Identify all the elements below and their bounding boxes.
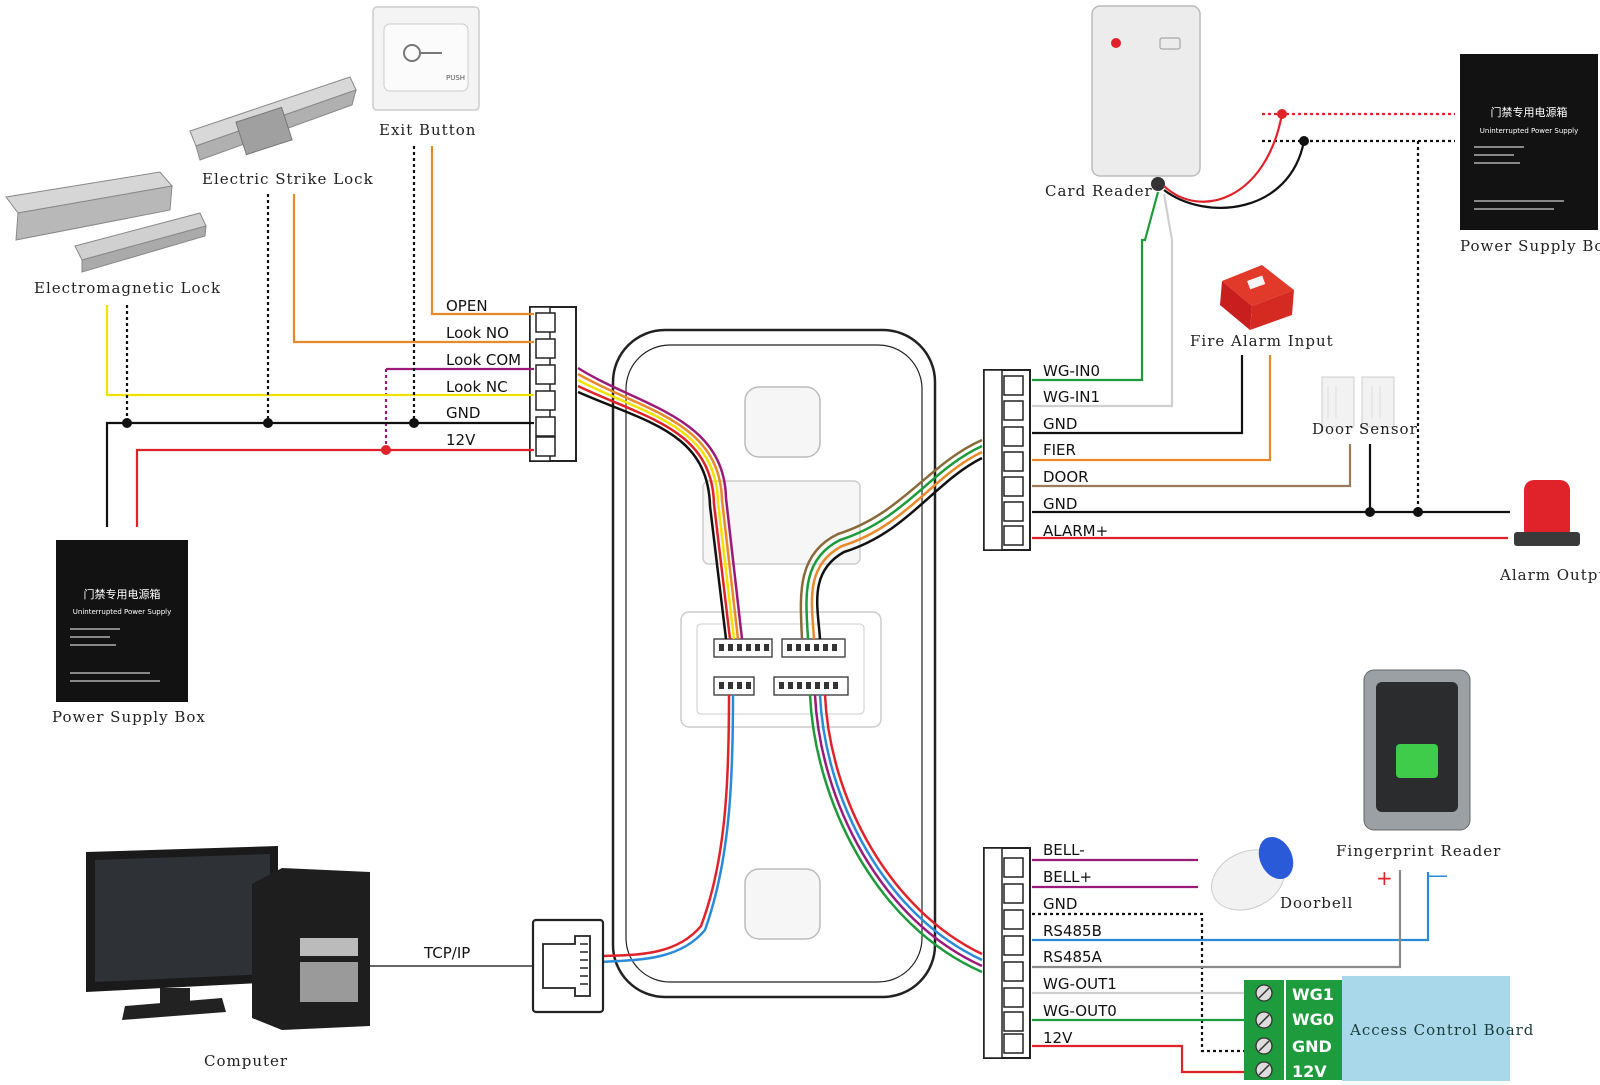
- right-top-terminal-block: WG-IN0 WG-IN1 GND FIER DOOR GND ALARM+: [983, 362, 1108, 551]
- rj45-port: [531, 918, 605, 1014]
- pin-bell-minus: BELL-: [1043, 841, 1085, 859]
- pin-alarm-plus: ALARM+: [1043, 522, 1108, 540]
- pin-open: OPEN: [446, 297, 488, 315]
- pin-rs485a: RS485A: [1043, 948, 1103, 966]
- label-tcpip: TCP/IP: [423, 944, 470, 962]
- pin-lock-no: Look NO: [446, 324, 509, 342]
- electromagnetic-lock: Electromagnetic Lock: [5, 171, 221, 297]
- pin-12v-bottom: 12V: [1043, 1029, 1073, 1047]
- pin-fier: FIER: [1043, 441, 1076, 459]
- psu-right-title: 门禁专用电源箱: [1491, 105, 1568, 119]
- alarm-output: Alarm Output: [1499, 480, 1600, 584]
- pin-gnd-3: GND: [1043, 895, 1077, 913]
- label-door-sensor: Door Sensor: [1312, 420, 1418, 438]
- fingerprint-sensor: [1396, 744, 1438, 778]
- electric-strike-lock: Electric Strike Lock: [189, 76, 374, 188]
- fire-alarm-input: Fire Alarm Input: [1190, 265, 1334, 350]
- access-control-board: WG1 WG0 GND 12V Access Control Board: [1244, 976, 1534, 1081]
- exit-button: PUSH Exit Button: [372, 6, 480, 139]
- pin-wg-out1: WG-OUT1: [1043, 975, 1117, 993]
- label-doorbell: Doorbell: [1280, 894, 1353, 912]
- label-access-control-board: Access Control Board: [1349, 1021, 1534, 1039]
- fp-minus-sign: —: [1428, 863, 1448, 887]
- label-computer: Computer: [204, 1052, 288, 1070]
- pin-wg-in1: WG-IN1: [1043, 388, 1100, 406]
- pin-bell-plus: BELL+: [1043, 868, 1092, 886]
- pcb-header-1: [713, 638, 773, 658]
- pin-gnd-2: GND: [1043, 495, 1077, 513]
- right-bottom-wires: [1032, 858, 1430, 1074]
- controller-unit: [611, 328, 937, 999]
- card-reader-led: [1111, 38, 1121, 48]
- label-electromagnetic-lock: Electromagnetic Lock: [34, 279, 221, 297]
- label-exit-button: Exit Button: [379, 121, 476, 139]
- card-reader-wires: [1032, 109, 1455, 512]
- pin-door: DOOR: [1043, 468, 1089, 486]
- pin-gnd-1: GND: [1043, 415, 1077, 433]
- label-power-supply-right: Power Supply Box: [1460, 237, 1600, 255]
- psu-left-subtitle: Uninterrupted Power Supply: [73, 608, 171, 616]
- fingerprint-reader: Fingerprint Reader + —: [1336, 669, 1501, 890]
- pin-wg-in0: WG-IN0: [1043, 362, 1100, 380]
- door-sensor: Door Sensor: [1312, 376, 1418, 438]
- board-pin-wg1: WG1: [1292, 985, 1334, 1004]
- doorbell: Doorbell: [1211, 836, 1353, 912]
- board-pin-12v: 12V: [1292, 1062, 1327, 1081]
- label-electric-strike-lock: Electric Strike Lock: [202, 170, 374, 188]
- computer: Computer: [86, 846, 370, 1070]
- board-pin-wg0: WG0: [1292, 1010, 1334, 1029]
- pin-wg-out0: WG-OUT0: [1043, 1002, 1117, 1020]
- board-pin-gnd: GND: [1292, 1037, 1332, 1056]
- right-top-wires: [1032, 355, 1510, 540]
- psu-right-subtitle: Uninterrupted Power Supply: [1480, 127, 1578, 135]
- harness-cables: [577, 366, 983, 974]
- controller-bottom-window: [744, 868, 821, 940]
- pin-lock-nc: Look NC: [446, 378, 508, 396]
- card-reader: Card Reader: [1045, 5, 1201, 200]
- left-wires: [105, 146, 534, 527]
- label-fingerprint-reader: Fingerprint Reader: [1336, 842, 1501, 860]
- label-fire-alarm-input: Fire Alarm Input: [1190, 332, 1334, 350]
- label-power-supply-left: Power Supply Box: [52, 708, 206, 726]
- psu-left-title: 门禁专用电源箱: [84, 587, 161, 601]
- pin-rs485b: RS485B: [1043, 922, 1102, 940]
- controller-top-window: [744, 386, 821, 458]
- right-bottom-terminal-block: BELL- BELL+ GND RS485B RS485A WG-OUT1 WG…: [983, 841, 1117, 1059]
- pin-12v-left: 12V: [446, 431, 476, 449]
- power-supply-left: 门禁专用电源箱 Uninterrupted Power Supply Power…: [52, 540, 206, 726]
- label-card-reader: Card Reader: [1045, 182, 1153, 200]
- power-supply-right: 门禁专用电源箱 Uninterrupted Power Supply Power…: [1460, 54, 1600, 255]
- label-alarm-output: Alarm Output: [1499, 566, 1600, 584]
- controller-mid-window: [702, 480, 861, 565]
- exit-button-push-text: PUSH: [446, 74, 465, 82]
- left-terminal-block: OPEN Look NO Look COM Look NC GND 12V: [446, 297, 577, 462]
- pin-lock-com: Look COM: [446, 351, 521, 369]
- fp-plus-sign: +: [1376, 866, 1393, 890]
- pin-gnd-left: GND: [446, 404, 480, 422]
